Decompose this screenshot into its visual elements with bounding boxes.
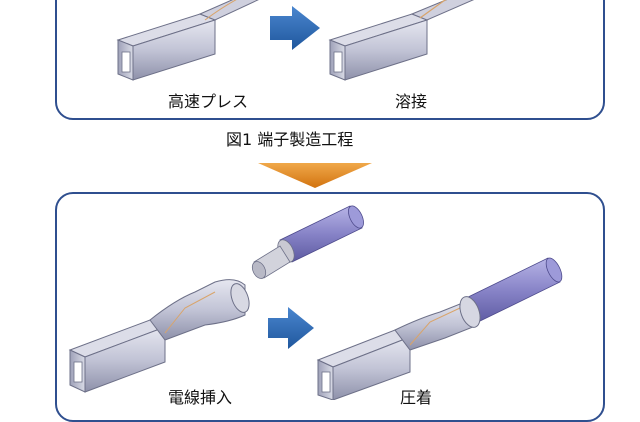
blue-arrow-top xyxy=(270,6,320,50)
step-label-crimping: 圧着 xyxy=(400,388,433,407)
terminal-before-crimp xyxy=(68,279,250,393)
process-illustration xyxy=(68,0,563,400)
blue-arrow-bottom xyxy=(268,307,314,349)
step-label-welding: 溶接 xyxy=(395,92,428,111)
terminal-welded xyxy=(328,0,475,81)
step-label-high-speed-press: 高速プレス xyxy=(168,92,249,111)
step-label-wire-insertion: 電線挿入 xyxy=(168,388,233,407)
figure-caption: 図1 端子製造工程 xyxy=(226,130,354,149)
orange-down-arrow xyxy=(258,163,372,188)
terminal-pressed xyxy=(116,0,259,81)
terminal-crimped xyxy=(316,257,563,400)
wire-cable xyxy=(251,205,364,279)
